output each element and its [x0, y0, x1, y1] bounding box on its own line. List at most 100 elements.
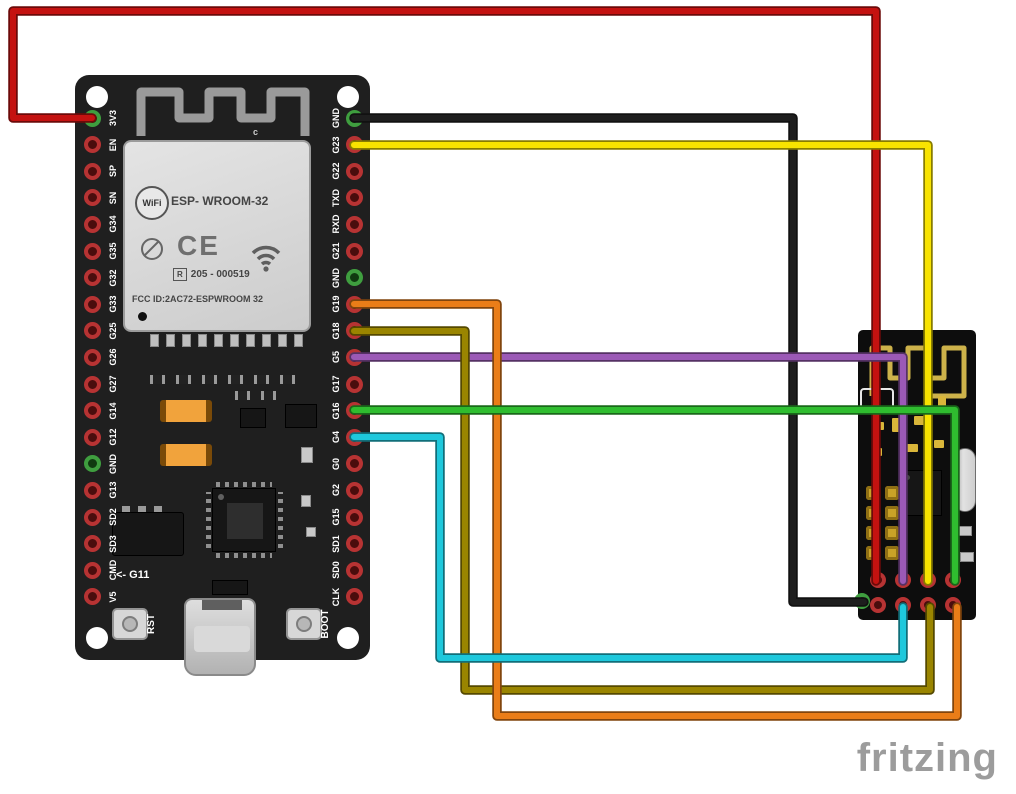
esp32-pin-CMD[interactable]	[83, 561, 101, 579]
esp32-pin-3V3[interactable]	[83, 109, 101, 127]
esp32-pin-RXD[interactable]	[345, 215, 363, 233]
esp32-pin-G4[interactable]	[345, 428, 363, 446]
esp32-pin-G33[interactable]	[83, 295, 101, 313]
esp32-board[interactable]: c WiFi ESP- WROOM-32 CE R 205 - 000519 F…	[75, 75, 370, 676]
chip-pins	[206, 492, 211, 548]
wire-purple-signal[interactable]	[349, 352, 908, 586]
chip-pins	[216, 482, 272, 487]
castellation-pad	[230, 334, 239, 347]
gpio-note: <- G11	[116, 569, 150, 581]
esp32-pin-G35[interactable]	[83, 242, 101, 260]
esp32-pin-G16[interactable]	[345, 402, 363, 420]
rst-button-cap[interactable]	[122, 616, 138, 632]
esp32-pin-CLK[interactable]	[345, 588, 363, 606]
nrf-pad-row2-col4[interactable]	[945, 597, 961, 613]
esp32-pin-label-CLK: CLK	[331, 587, 341, 607]
esp32-pin-G21[interactable]	[345, 242, 363, 260]
esp32-pin-EN[interactable]	[83, 136, 101, 154]
nrf-pad-row2-col1[interactable]	[870, 597, 886, 613]
esp32-pin-G5[interactable]	[345, 348, 363, 366]
wire-cyan-signal[interactable]	[349, 432, 908, 663]
esp32-pin-SD3[interactable]	[83, 535, 101, 553]
esp32-pin-SP[interactable]	[83, 162, 101, 180]
smd-component	[301, 495, 311, 507]
smd-component	[176, 375, 191, 384]
esp32-pin-G18[interactable]	[345, 322, 363, 340]
castellation-pad	[198, 334, 207, 347]
esp32-pin-GND[interactable]	[345, 269, 363, 287]
esp32-pin-G15[interactable]	[345, 508, 363, 526]
esp32-pin-G26[interactable]	[83, 348, 101, 366]
wire-olive-signal[interactable]	[349, 326, 935, 695]
smd-component	[956, 526, 972, 536]
nrf-pad-row2-col2[interactable]	[895, 597, 911, 613]
wifi-antenna-trace	[136, 87, 310, 136]
smd-component	[892, 418, 902, 432]
castellation-pad	[278, 334, 287, 347]
module-name: ESP- WROOM-32	[171, 194, 269, 208]
nrf-pad-row2-col3[interactable]	[920, 597, 936, 613]
crystal-oscillator	[954, 448, 976, 512]
esp32-pin-G32[interactable]	[83, 269, 101, 287]
nrf-ic	[900, 470, 942, 516]
smd-component	[150, 375, 165, 384]
smd-component	[872, 422, 884, 430]
esp32-pin-TXD[interactable]	[345, 189, 363, 207]
regulatory-icon	[141, 238, 163, 260]
smd-component	[280, 375, 295, 384]
gold-pad	[866, 506, 880, 520]
esp32-pin-GND[interactable]	[83, 455, 101, 473]
castellation-pad	[166, 334, 175, 347]
esp32-pin-G17[interactable]	[345, 375, 363, 393]
esp32-pin-G22[interactable]	[345, 162, 363, 180]
gold-pad	[885, 486, 899, 500]
ic-pin1-dot	[905, 475, 910, 480]
chip-pins	[278, 492, 283, 548]
micro-usb-connector	[184, 598, 256, 676]
nrf-pad-row1-col1[interactable]	[870, 572, 886, 588]
smd-component	[235, 391, 250, 400]
esp32-pin-G27[interactable]	[83, 375, 101, 393]
esp32-pin-G14[interactable]	[83, 402, 101, 420]
main-chip	[212, 488, 276, 552]
esp32-pin-G19[interactable]	[345, 295, 363, 313]
boot-button-cap[interactable]	[296, 616, 312, 632]
smd-component	[938, 396, 946, 414]
esp32-pin-G34[interactable]	[83, 215, 101, 233]
smd-component	[254, 375, 269, 384]
esp32-pin-V5[interactable]	[83, 588, 101, 606]
boot-button[interactable]	[286, 608, 322, 640]
gold-pad	[885, 506, 899, 520]
nrf-pad-row1-col2[interactable]	[895, 572, 911, 588]
esp32-pin-G13[interactable]	[83, 481, 101, 499]
esp-wroom-32-shield: WiFi ESP- WROOM-32 CE R 205 - 000519 FCC…	[123, 140, 311, 332]
nrf-ground-pad[interactable]	[854, 593, 870, 609]
wire-ground[interactable]	[349, 113, 869, 607]
esp32-pin-G0[interactable]	[345, 455, 363, 473]
chip-pins	[216, 553, 272, 558]
capacitor	[160, 400, 212, 422]
nrf-pad-row1-col3[interactable]	[920, 572, 936, 588]
esp32-pin-G2[interactable]	[345, 481, 363, 499]
transistor	[285, 404, 317, 428]
esp32-pin-G23[interactable]	[345, 136, 363, 154]
smd-component	[212, 580, 248, 595]
rst-button[interactable]	[112, 608, 148, 640]
gold-pad	[866, 546, 880, 560]
smd-component	[301, 447, 313, 463]
castellation-pad	[150, 334, 159, 347]
esp32-pin-SN[interactable]	[83, 189, 101, 207]
castellation-pad	[262, 334, 271, 347]
esp32-pin-SD2[interactable]	[83, 508, 101, 526]
castellation-pad	[214, 334, 223, 347]
esp32-pin-SD0[interactable]	[345, 561, 363, 579]
esp32-pin-SD1[interactable]	[345, 535, 363, 553]
nrf-pad-row1-col4[interactable]	[945, 572, 961, 588]
esp32-pin-GND[interactable]	[345, 109, 363, 127]
usb-slot	[202, 600, 242, 610]
smd-component	[872, 448, 882, 456]
esp32-pin-G25[interactable]	[83, 322, 101, 340]
rst-label: RST	[146, 614, 157, 634]
esp32-pin-G12[interactable]	[83, 428, 101, 446]
wire-yellow-signal[interactable]	[349, 140, 933, 586]
